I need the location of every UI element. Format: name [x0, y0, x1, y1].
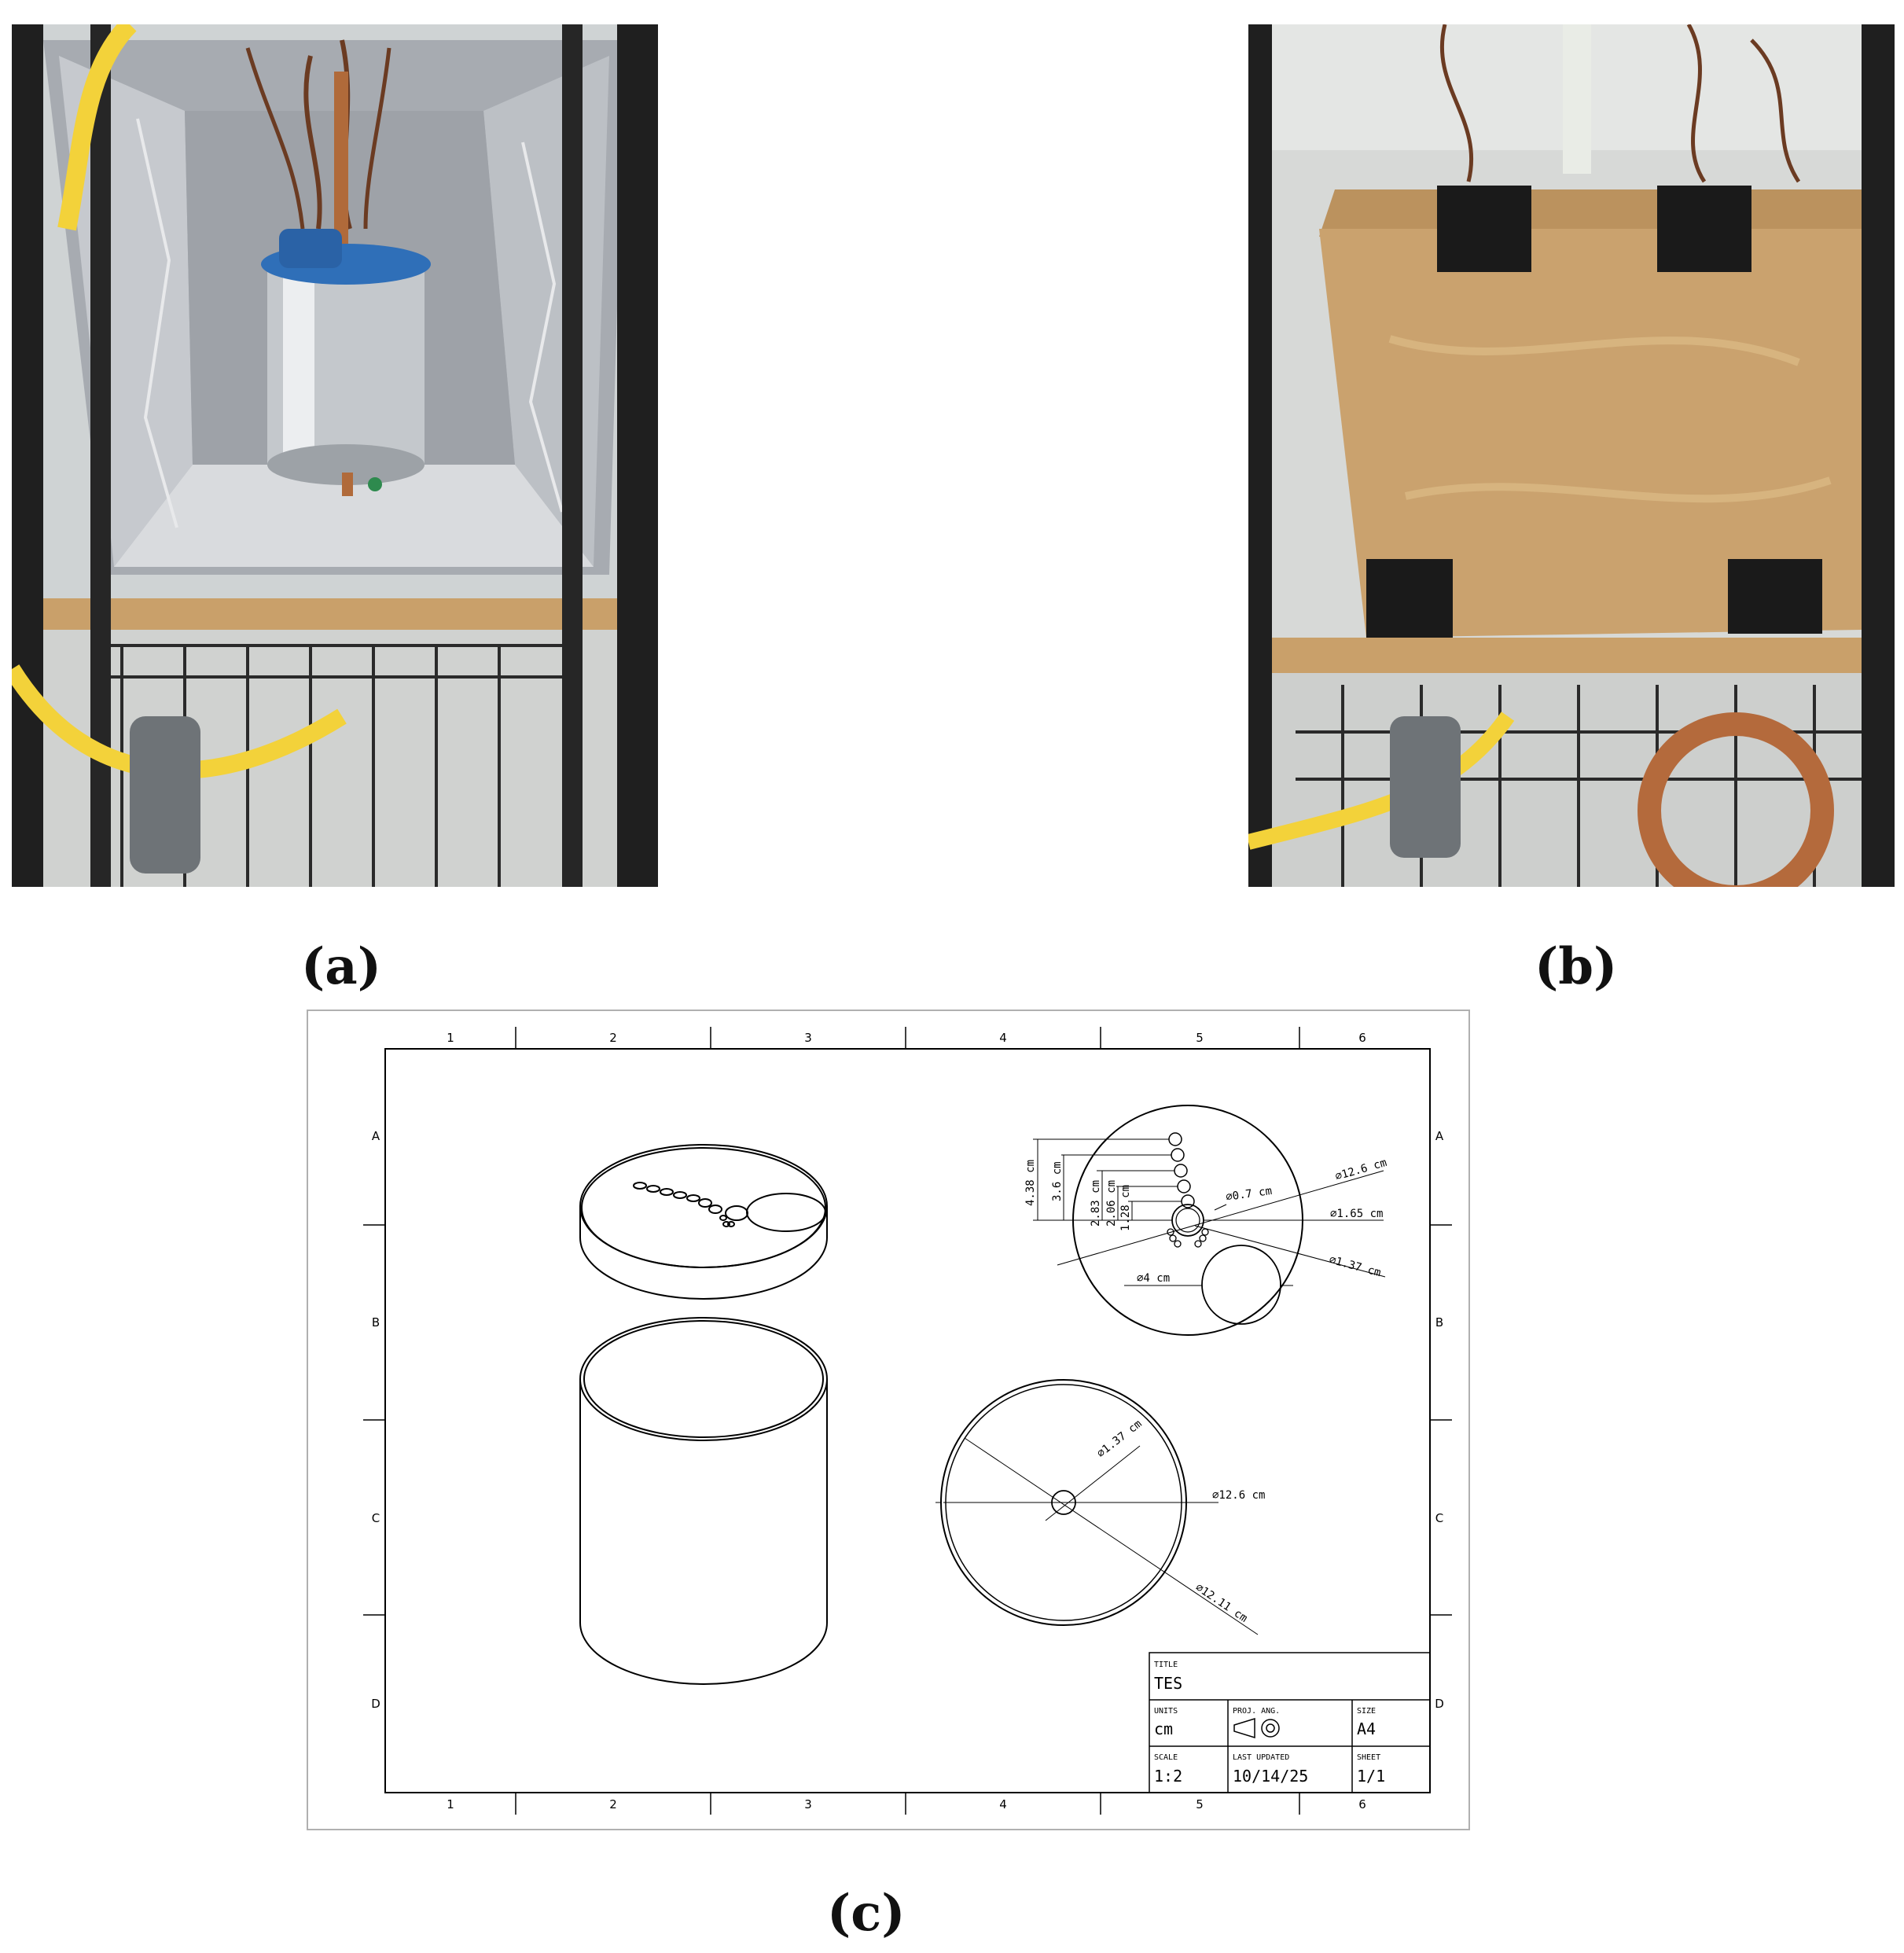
zone-row-left-A: A	[372, 1129, 380, 1143]
photo-insulated-wooden-box-enclosure	[1248, 24, 1895, 887]
zone-col-top-3: 3	[804, 1031, 812, 1045]
sheet-label: SHEET	[1357, 1753, 1380, 1762]
dim-3-6-cm: 3.6 cm	[1051, 1161, 1064, 1201]
zone-col-bottom-4: 4	[999, 1797, 1007, 1811]
title-label: TITLE	[1154, 1661, 1178, 1669]
title-value: TES	[1154, 1674, 1182, 1693]
sheet-inner-border	[384, 1048, 1431, 1793]
dim-1-28-cm: 1.28 cm	[1119, 1185, 1132, 1231]
dim-2-83-cm: 2.83 cm	[1090, 1180, 1102, 1227]
scale-label: SCALE	[1154, 1753, 1178, 1762]
sheet-outer-border	[307, 1010, 1470, 1830]
drawing-sheet: 1 2 3 4 5 6 1 2 3 4 5 6 A B C D A B C D	[307, 1010, 1470, 1830]
dim-bottom-outer-12-6-cm: ⌀12.6 cm	[1212, 1489, 1265, 1502]
sheet-value: 1/1	[1357, 1767, 1385, 1786]
top-view-dimension-lines	[1033, 1138, 1386, 1286]
zone-row-right-C: C	[1435, 1511, 1443, 1525]
panel-label-a: (a)	[301, 937, 382, 996]
panel-label-c: (c)	[827, 1884, 906, 1943]
scale-value: 1:2	[1154, 1767, 1182, 1786]
last-updated-label: LAST UPDATED	[1233, 1753, 1289, 1762]
zone-col-bottom-6: 6	[1358, 1797, 1366, 1811]
zone-row-right-D: D	[1435, 1697, 1444, 1711]
panel-label-b: (b)	[1535, 937, 1618, 996]
bottom-view-dimension-lines	[935, 1437, 1259, 1635]
zone-col-top-6: 6	[1358, 1031, 1366, 1045]
technical-drawing: 1 2 3 4 5 6 1 2 3 4 5 6 A B C D A B C D	[307, 1010, 1470, 1830]
size-label: SIZE	[1357, 1707, 1376, 1716]
last-updated-value: 10/14/25	[1233, 1767, 1308, 1786]
dim-4-38-cm: 4.38 cm	[1024, 1160, 1037, 1206]
zone-col-top-5: 5	[1196, 1031, 1204, 1045]
photo-b	[1248, 24, 1895, 887]
photo-tes-vessel-in-foil-lined-enclosure	[12, 24, 658, 887]
zone-col-bottom-5: 5	[1196, 1797, 1204, 1811]
units-label: UNITS	[1154, 1707, 1178, 1716]
title-block-texts: TITLE TES UNITS cm PROJ. ANG. SIZE A4 SC…	[1154, 1661, 1385, 1786]
units-value: cm	[1154, 1719, 1173, 1738]
title-block	[1149, 1652, 1431, 1793]
zone-col-bottom-2: 2	[609, 1797, 617, 1811]
zone-row-left-B: B	[372, 1315, 380, 1330]
photo-a	[12, 24, 658, 887]
zone-col-bottom-3: 3	[804, 1797, 812, 1811]
size-value: A4	[1357, 1719, 1376, 1738]
zone-col-bottom-1: 1	[447, 1797, 454, 1811]
proj-ang-label: PROJ. ANG.	[1233, 1707, 1280, 1716]
dim-2-06-cm: 2.06 cm	[1105, 1180, 1118, 1227]
zone-col-top-2: 2	[609, 1031, 617, 1045]
zone-row-left-C: C	[372, 1511, 380, 1525]
projection-angle-icon	[1233, 1717, 1280, 1739]
zone-col-top-4: 4	[999, 1031, 1007, 1045]
zone-row-right-A: A	[1435, 1129, 1444, 1143]
dim-large-hole-4-cm: ⌀4 cm	[1137, 1272, 1170, 1285]
zone-row-left-D: D	[371, 1697, 380, 1711]
zone-ticks	[363, 1027, 1452, 1815]
zone-row-right-B: B	[1435, 1315, 1443, 1330]
zone-col-top-1: 1	[447, 1031, 454, 1045]
isometric-lid	[579, 1144, 828, 1300]
dim-center-hole-1-65-cm: ⌀1.65 cm	[1330, 1208, 1383, 1220]
isometric-container	[579, 1317, 828, 1685]
